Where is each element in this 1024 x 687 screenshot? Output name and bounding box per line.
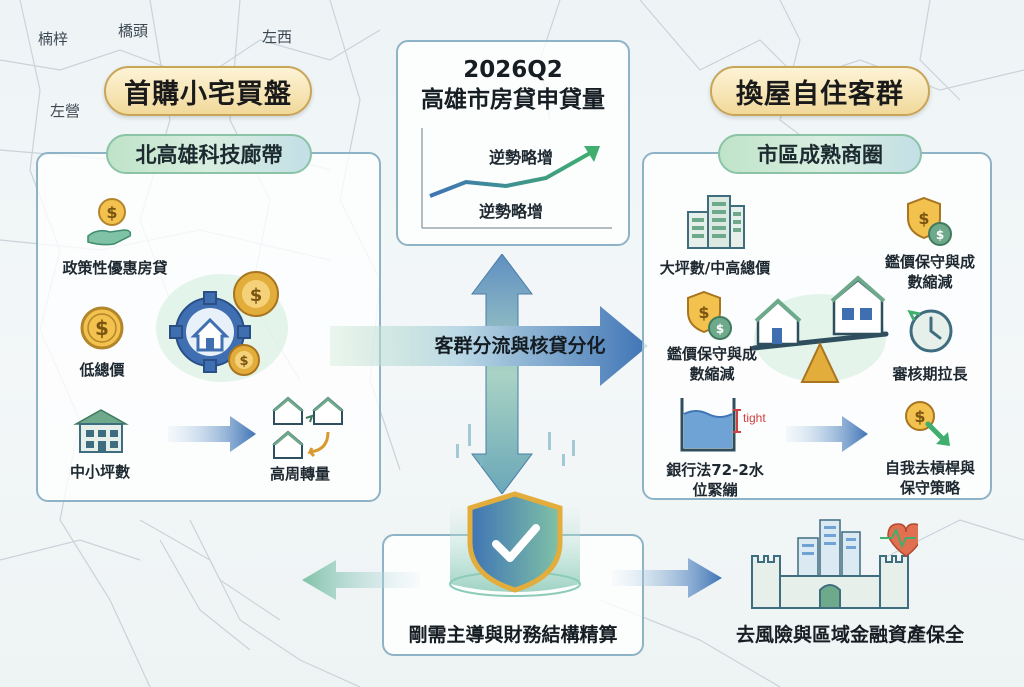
trend-label-top: 逆勢略增 bbox=[488, 148, 553, 167]
flow-arrow bbox=[786, 416, 868, 452]
left-panel-title: 首購小宅買盤 bbox=[104, 66, 312, 116]
svg-text:$: $ bbox=[936, 228, 944, 242]
building-icon bbox=[73, 409, 129, 453]
item-self-deleverage: 自我去槓桿與保守策略 bbox=[884, 459, 975, 497]
seesaw-houses-icon bbox=[751, 275, 889, 383]
hand-coin-icon: $ bbox=[87, 198, 132, 246]
svg-text:$: $ bbox=[716, 322, 724, 336]
office-towers-icon bbox=[687, 195, 745, 249]
tight-tag: tight bbox=[743, 411, 766, 425]
coin-down-arrow-icon: $ bbox=[905, 401, 950, 446]
left-panel-subtitle: 北高雄科技廊帶 bbox=[106, 134, 312, 174]
houses-cycle-icon bbox=[272, 396, 344, 459]
bottom-right-label: 去風險與區域金融資產保全 bbox=[735, 624, 964, 646]
flow-arrow bbox=[168, 416, 256, 452]
right-bottom-arrow bbox=[612, 558, 722, 598]
item-large-unit: 大坪數/中高總價 bbox=[659, 259, 771, 277]
svg-text:$: $ bbox=[95, 316, 109, 340]
tight-marker bbox=[733, 409, 741, 433]
item-banking-act-722: 銀行法72-2水位緊繃 bbox=[666, 461, 764, 499]
coin-icon: $ bbox=[80, 306, 124, 350]
trend-chart bbox=[421, 128, 612, 229]
place-label: 左西 bbox=[262, 28, 293, 46]
center-title-metric: 高雄市房貸申貸量 bbox=[421, 87, 605, 113]
shield-check-icon bbox=[449, 424, 581, 597]
item-high-turnover: 高周轉量 bbox=[269, 465, 330, 483]
castle-city-heart-icon bbox=[751, 519, 918, 609]
svg-text:$: $ bbox=[698, 303, 709, 322]
left-bottom-arrow bbox=[302, 560, 420, 600]
svg-text:$: $ bbox=[918, 209, 929, 228]
place-label: 左營 bbox=[50, 102, 81, 120]
svg-text:$: $ bbox=[106, 203, 117, 222]
place-label: 橋頭 bbox=[118, 22, 149, 40]
center-top-card bbox=[396, 40, 630, 246]
cross-arrows bbox=[330, 254, 648, 494]
item-conservative-valuation-right: 鑑價保守與成數縮減 bbox=[884, 253, 975, 291]
item-preferential-loan: 政策性優惠房貸 bbox=[62, 259, 168, 277]
right-panel-title: 換屋自住客群 bbox=[710, 66, 930, 116]
clock-icon bbox=[907, 309, 953, 353]
center-arrow-label: 客群分流與核貸分化 bbox=[434, 335, 606, 357]
item-low-total-price: 低總價 bbox=[79, 361, 125, 379]
item-small-unit-size: 中小坪數 bbox=[69, 463, 130, 481]
shield-coin-icon: $ $ bbox=[687, 290, 732, 340]
gear-house-icon: $ $ bbox=[156, 271, 288, 382]
place-label: 楠梓 bbox=[38, 30, 69, 48]
right-panel-subtitle: 市區成熟商圈 bbox=[718, 134, 922, 174]
svg-text:$: $ bbox=[250, 285, 263, 306]
trend-label-bottom: 逆勢略增 bbox=[478, 202, 543, 221]
svg-text:$: $ bbox=[239, 354, 248, 369]
svg-text:$: $ bbox=[914, 407, 925, 426]
shield-coin-icon: $ $ bbox=[907, 196, 952, 246]
water-tank-icon bbox=[680, 398, 736, 452]
bottom-center-label: 剛需主導與財務結構精算 bbox=[408, 624, 618, 646]
item-conservative-valuation-left: 鑑價保守與成數縮減 bbox=[666, 345, 757, 383]
item-longer-review: 審核期拉長 bbox=[892, 365, 968, 383]
center-title-period: 2026Q2 bbox=[463, 57, 563, 83]
